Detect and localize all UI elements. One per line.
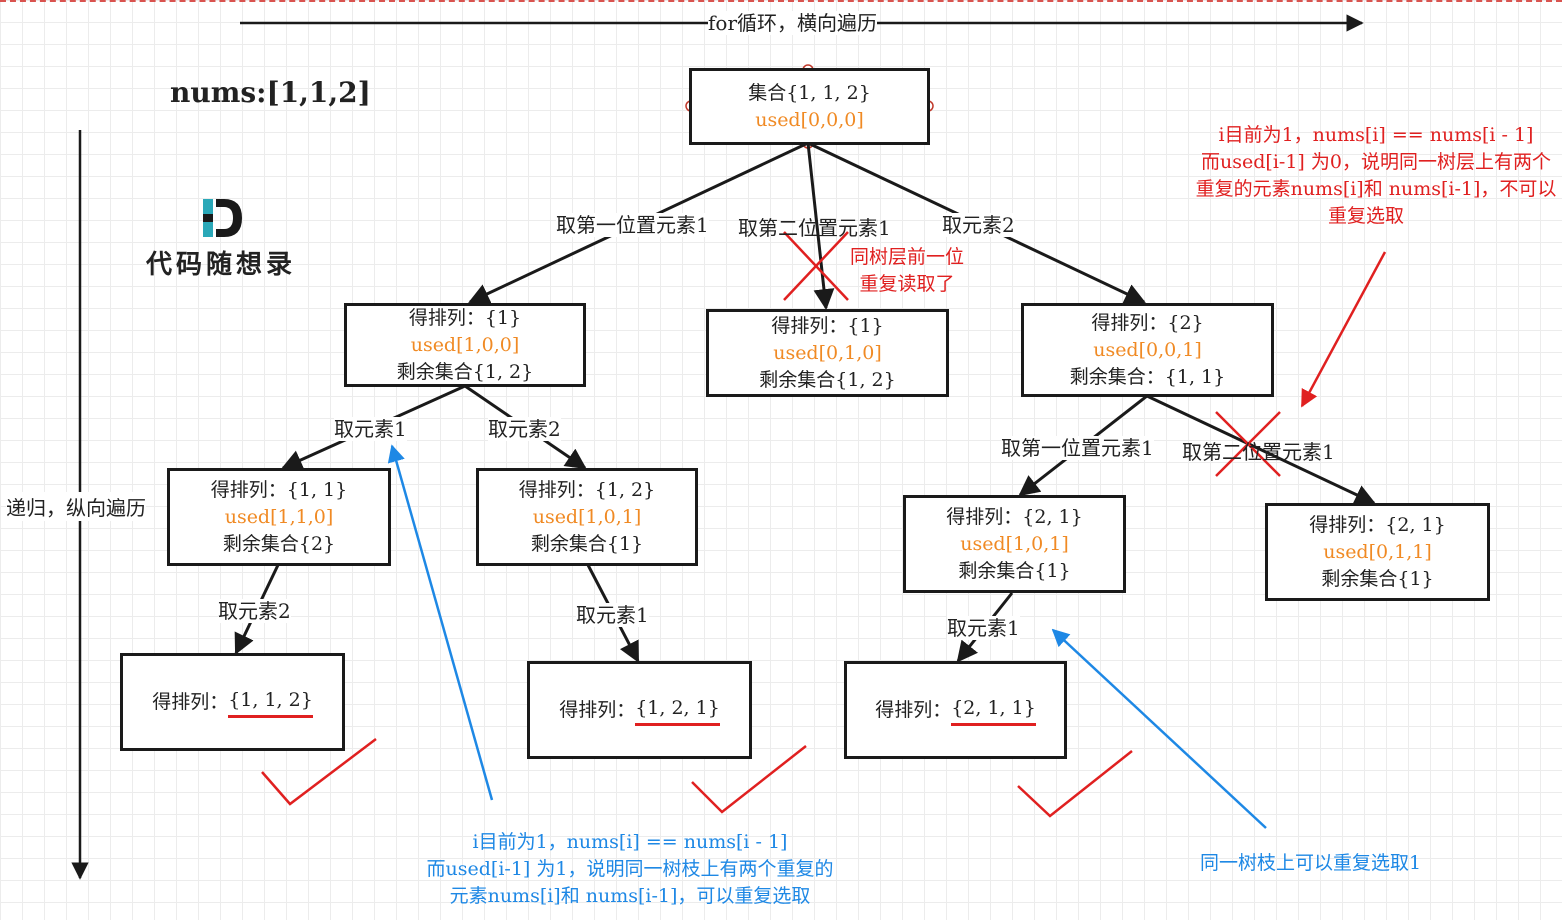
node-n11: 得排列：{1, 1} used[1,1,0] 剩余集合{2}: [167, 468, 391, 566]
node-n11-rest: 剩余集合{2}: [222, 532, 336, 555]
blue-pointer-arrow-left: [387, 444, 494, 801]
leaf-3: 得排列： {2, 1, 1}: [844, 661, 1067, 759]
note-dup-line2: 重复读取了: [859, 273, 955, 295]
check-mark-3: [1017, 750, 1133, 818]
check-mark-2: [691, 745, 807, 814]
node-n12: 得排列：{1, 2} used[1,0,1] 剩余集合{1}: [476, 468, 698, 566]
top-dashed-border: [0, 0, 1562, 4]
note-tr-line2: 而used[i-1] 为0，说明同一树层上有两个: [1201, 151, 1551, 173]
edge-label-n31: 取元素1: [947, 616, 1020, 640]
node-n31: 得排列：{2, 1} used[1,0,1] 剩余集合{1}: [903, 495, 1126, 593]
edge-n3-n32: [1146, 394, 1376, 505]
node-n12-used: used[1,0,1]: [532, 505, 642, 528]
edge-label-root-1: 取第一位置元素1: [556, 213, 709, 237]
node-n32-used: used[0,1,1]: [1323, 540, 1432, 563]
edge-label-root-2: 取第二位置元素1: [738, 216, 891, 240]
node-n3-perm: 得排列：{2}: [1091, 311, 1204, 334]
node-n1: 得排列：{1} used[1,0,0] 剩余集合{1, 2}: [344, 303, 586, 387]
leaf-1-prefix: 得排列：: [152, 690, 229, 713]
leaf-3-prefix: 得排列：: [875, 698, 952, 721]
node-n2-perm: 得排列：{1}: [771, 314, 884, 337]
node-n31-used: used[1,0,1]: [960, 532, 1069, 555]
node-n12-perm: 得排列：{1, 2}: [518, 478, 656, 501]
node-n11-used: used[1,1,0]: [224, 505, 334, 528]
leaf-2: 得排列： {1, 2, 1}: [527, 661, 752, 759]
node-n11-perm: 得排列：{1, 1}: [210, 478, 348, 501]
red-pointer-arrow: [1300, 251, 1387, 408]
node-n12-rest: 剩余集合{1}: [530, 532, 644, 555]
node-n2-rest: 剩余集合{1, 2}: [759, 368, 896, 391]
note-bb-line1: i目前为1，nums[i] == nums[i - 1]: [472, 831, 788, 853]
node-n2: 得排列：{1} used[0,1,0] 剩余集合{1, 2}: [706, 309, 949, 397]
note-duplicate-layer: 同树层前一位 重复读取了: [850, 244, 964, 298]
logo-d-icon: [203, 199, 242, 237]
logo-text: 代码随想录: [146, 250, 297, 280]
note-bottom-blue: i目前为1，nums[i] == nums[i - 1] 而used[i-1] …: [400, 829, 860, 910]
note-top-right: i目前为1，nums[i] == nums[i - 1] 而used[i-1] …: [1190, 122, 1562, 230]
cross-mark-d: [1215, 411, 1281, 477]
leaf-1: 得排列： {1, 1, 2}: [120, 653, 345, 751]
edge-label-n11: 取元素2: [218, 599, 291, 623]
note-bb-line2: 而used[i-1] 为1，说明同一树枝上有两个重复的: [426, 858, 834, 880]
edge-label-n12: 取元素1: [576, 603, 649, 627]
note-tr-line1: i目前为1，nums[i] == nums[i - 1]: [1218, 124, 1534, 146]
node-n1-perm: 得排列：{1}: [408, 306, 522, 329]
edge-label-n1-2: 取元素2: [488, 417, 561, 441]
node-n32-rest: 剩余集合{1}: [1321, 567, 1434, 590]
node-n3: 得排列：{2} used[0,0,1] 剩余集合：{1, 1}: [1021, 303, 1274, 397]
blue-pointer-arrow-right: [1051, 628, 1267, 829]
leaf-2-prefix: 得排列：: [559, 698, 636, 721]
node-n1-rest: 剩余集合{1, 2}: [396, 360, 534, 383]
node-n3-rest: 剩余集合：{1, 1}: [1069, 365, 1226, 388]
node-n31-rest: 剩余集合{1}: [958, 559, 1071, 582]
edge-root-n2: [806, 142, 835, 311]
node-root: 集合{1, 1, 2} used[0,0,0]: [689, 68, 930, 145]
edge-label-root-3: 取元素2: [942, 213, 1015, 237]
leaf-2-result: {1, 2, 1}: [635, 695, 720, 726]
node-n3-used: used[0,0,1]: [1093, 338, 1202, 361]
note-tr-line4: 重复选取: [1327, 205, 1404, 227]
node-root-used: used[0,0,0]: [755, 108, 864, 131]
cross-mark-b: [783, 231, 849, 301]
node-n1-used: used[1,0,0]: [410, 333, 520, 356]
edge-label-n3-2: 取第二位置元素1: [1182, 440, 1335, 464]
edge-label-n3-1: 取第一位置元素1: [1001, 436, 1154, 460]
leaf-3-result: {2, 1, 1}: [951, 695, 1036, 726]
check-mark-1: [261, 738, 377, 806]
note-bb-line3: 元素nums[i]和 nums[i-1]，可以重复选取: [449, 885, 811, 907]
horizontal-axis-label: for循环，横向遍历: [708, 11, 878, 35]
leaf-1-result: {1, 1, 2}: [228, 687, 313, 718]
nums-title: nums:[1,1,2]: [170, 76, 371, 109]
vertical-axis-label: 递归，纵向遍历: [6, 492, 146, 521]
node-n31-perm: 得排列：{2, 1}: [946, 505, 1083, 528]
note-tr-line3: 重复的元素nums[i]和 nums[i-1]，不可以: [1195, 178, 1557, 200]
edge-label-n1-1: 取元素1: [334, 417, 407, 441]
node-n32: 得排列：{2, 1} used[0,1,1] 剩余集合{1}: [1265, 503, 1490, 601]
node-n32-perm: 得排列：{2, 1}: [1309, 513, 1446, 536]
note-bottom-right: 同一树枝上可以重复选取1: [1200, 852, 1422, 874]
node-n2-used: used[0,1,0]: [773, 341, 882, 364]
note-dup-line1: 同树层前一位: [850, 246, 965, 268]
node-root-set: 集合{1, 1, 2}: [748, 81, 871, 104]
